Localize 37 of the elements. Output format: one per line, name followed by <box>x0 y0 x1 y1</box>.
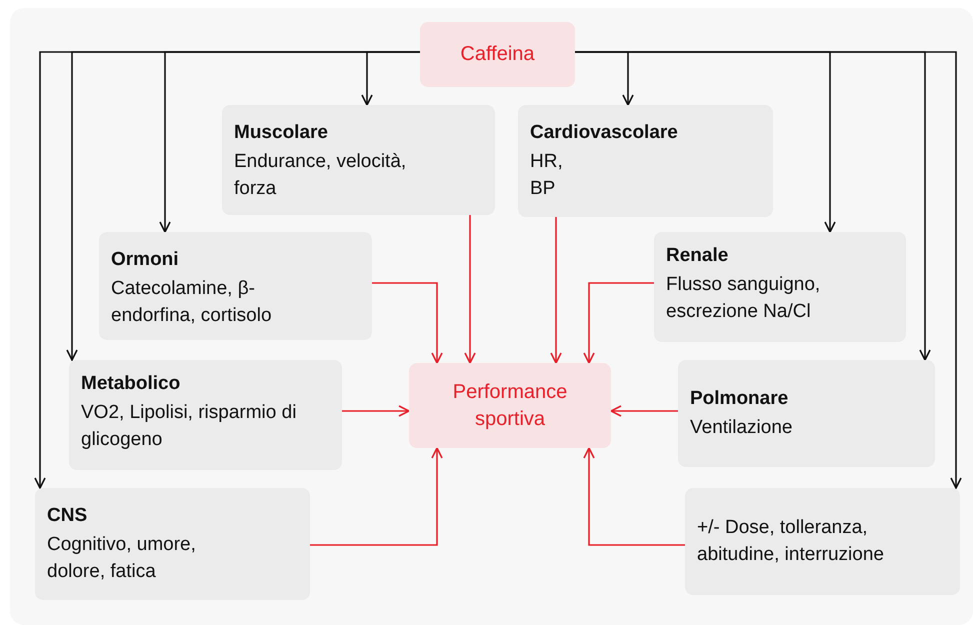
category-box <box>518 105 773 217</box>
box-text: VO2, Lipolisi, risparmio di glicogeno <box>81 401 298 452</box>
category-box <box>685 488 960 595</box>
box-text: Catecolamine, β-endorfina, cortisolo <box>111 277 273 328</box>
box-heading: Performance sportiva <box>452 380 568 432</box>
box-text: HR, BP <box>530 150 564 201</box>
arrow <box>310 447 443 546</box>
category-box <box>69 360 342 470</box>
arrow <box>583 447 685 546</box>
box-text: Flusso sanguigno, escrezione Na/Cl <box>666 273 822 324</box>
box-text: Ventilazione <box>690 416 794 440</box>
category-box <box>222 105 495 215</box>
box-heading: CNS <box>47 504 88 528</box>
arrow <box>550 217 562 364</box>
box-heading: Muscolare <box>234 121 329 145</box>
arrow <box>583 282 654 364</box>
category-box <box>654 232 906 342</box>
box-heading: Renale <box>666 244 730 268</box>
highlight-box <box>420 22 575 87</box>
arrow <box>610 405 678 417</box>
highlight-box <box>409 363 611 448</box>
box-text: Endurance, velocità, forza <box>234 150 408 201</box>
box-heading: Ormoni <box>111 248 180 272</box>
box-text: Cognitivo, umore, dolore, fatica <box>47 533 197 584</box>
arrow <box>575 51 962 489</box>
box-heading: Polmonare <box>690 387 790 411</box>
arrow <box>34 51 420 489</box>
arrow <box>372 282 443 364</box>
box-heading: Metabolico <box>81 372 182 396</box>
arrow <box>464 215 476 364</box>
category-box <box>678 360 935 467</box>
arrow <box>342 405 410 417</box>
box-heading: Caffeina <box>460 42 535 67</box>
box-heading: Cardiovascolare <box>530 121 679 145</box>
box-text: +/- Dose, tolleranza, abitudine, interruzione <box>697 516 885 567</box>
category-box <box>35 488 310 600</box>
category-box <box>99 232 372 340</box>
